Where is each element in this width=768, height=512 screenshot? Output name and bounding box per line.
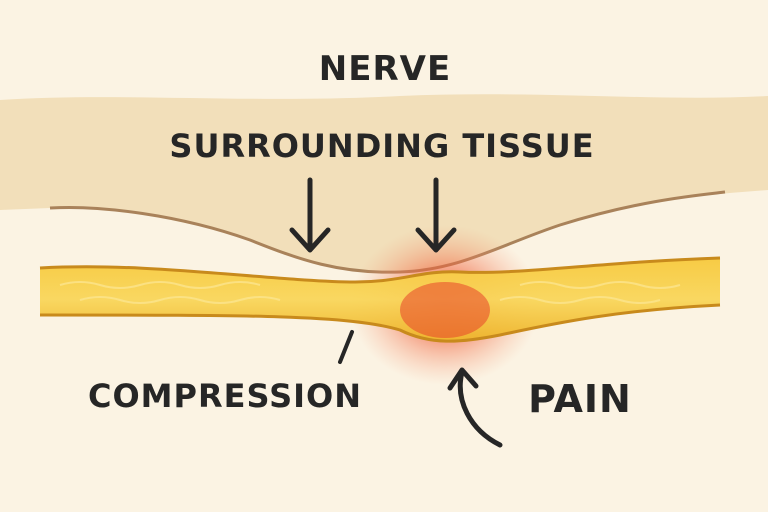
label-pain: PAIN (528, 377, 632, 421)
nerve-bottom-edge (39, 303, 721, 343)
compression-arrow-left (289, 177, 331, 253)
nerve-fibers (59, 281, 681, 304)
nerve-top-edge (39, 256, 721, 284)
label-surrounding-tissue: SURROUNDING TISSUE (169, 127, 594, 165)
nerve (40, 258, 720, 342)
compression-pointer-line (338, 330, 354, 364)
pain-curved-arrow (447, 367, 503, 448)
label-compression: COMPRESSION (88, 377, 362, 415)
pain-core (400, 282, 490, 338)
compression-arrow-right (415, 177, 457, 253)
surrounding-tissue (0, 94, 768, 273)
label-nerve: NERVE (319, 49, 451, 89)
